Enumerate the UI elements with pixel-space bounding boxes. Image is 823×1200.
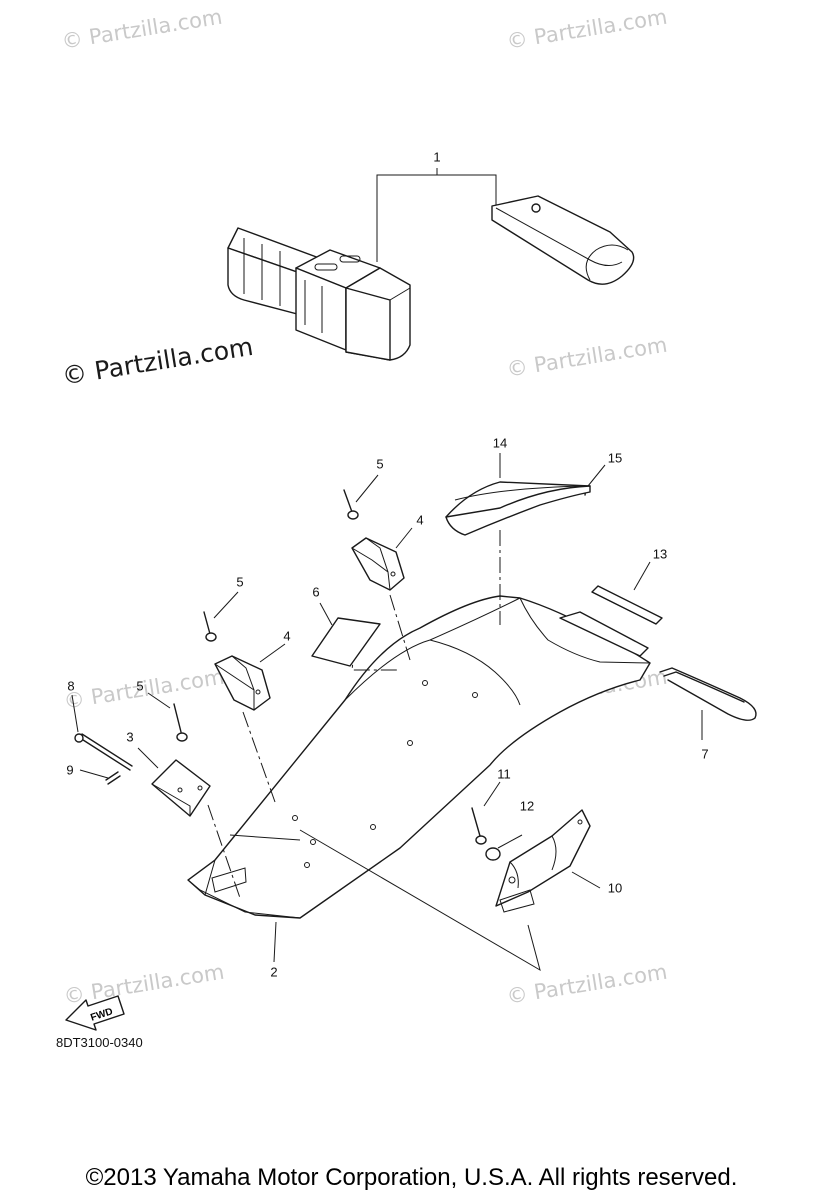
rivet-5-mid: [203, 611, 217, 642]
assembly-lines: [207, 530, 541, 972]
callout-2: 2: [270, 964, 278, 980]
nut-12: [485, 847, 501, 861]
diagram-code: 8DT3100-0340: [56, 1035, 143, 1050]
callout-8: 8: [67, 678, 75, 694]
rivet-5-lower: [173, 703, 188, 742]
pin-8: [74, 733, 133, 771]
callout-4: 4: [283, 628, 291, 644]
callout-3: 3: [126, 729, 134, 745]
holder-10: [495, 809, 591, 913]
screw-11: [471, 807, 487, 845]
reflector-15: [445, 481, 591, 536]
callout-5: 5: [236, 574, 244, 590]
fwd-arrow-icon: FWD: [65, 995, 125, 1031]
rivet-5-upper: [343, 489, 359, 520]
callout-7: 7: [701, 746, 709, 762]
leader-lines: [71, 453, 703, 963]
callout-4: 4: [416, 512, 424, 528]
callout-9: 9: [66, 762, 74, 778]
callout-11: 11: [497, 766, 511, 782]
callout-10: 10: [607, 880, 623, 896]
bracket-4-upper: [351, 537, 405, 591]
callout-15: 15: [607, 450, 623, 466]
callout-14: 14: [492, 435, 508, 451]
bracket-4-lower: [214, 655, 271, 711]
callout-1: 1: [433, 149, 441, 165]
clip-9: [105, 771, 121, 785]
plate-6: [311, 617, 381, 667]
callout-6: 6: [312, 584, 320, 600]
hinge-3: [151, 759, 211, 817]
bar-13: [591, 585, 663, 625]
tool-bag-rolled: [227, 227, 411, 361]
tool-bag-open: [491, 195, 635, 285]
callout-13: 13: [652, 546, 668, 562]
callout-5: 5: [376, 456, 384, 472]
callout-12: 12: [519, 798, 535, 814]
handle-7: [559, 611, 757, 721]
item1-bracket: [376, 168, 497, 262]
rear-fender: [187, 595, 651, 919]
copyright-notice: ©2013 Yamaha Motor Corporation, U.S.A. A…: [85, 1164, 738, 1191]
callout-5: 5: [136, 678, 144, 694]
